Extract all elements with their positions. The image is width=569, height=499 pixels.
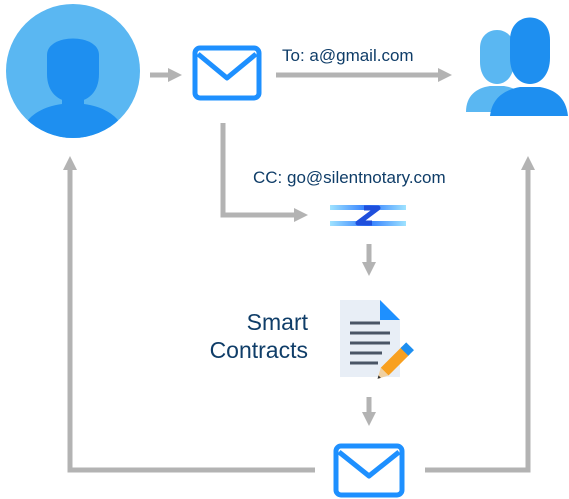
sender-avatar-icon (6, 4, 140, 138)
document-pen-icon (340, 300, 414, 379)
arrow-email-to-recipients-return (425, 156, 535, 473)
arrow-sender-to-email (150, 68, 182, 82)
cc-address-label: CC: go@silentnotary.com (253, 168, 446, 187)
arrow-logo-to-contract (362, 244, 376, 276)
arrow-contract-to-email (362, 397, 376, 426)
recipients-icon (466, 17, 568, 116)
email-icon (333, 443, 405, 498)
arrow-email-to-cc (220, 123, 308, 222)
arrow-email-to-recipients (276, 68, 452, 82)
smart-contracts-label: Smart Contracts (209, 309, 308, 363)
email-icon (192, 45, 262, 101)
silentnotary-logo (330, 205, 406, 226)
to-address-label: To: a@gmail.com (282, 46, 414, 65)
arrow-email-to-sender (63, 156, 315, 473)
